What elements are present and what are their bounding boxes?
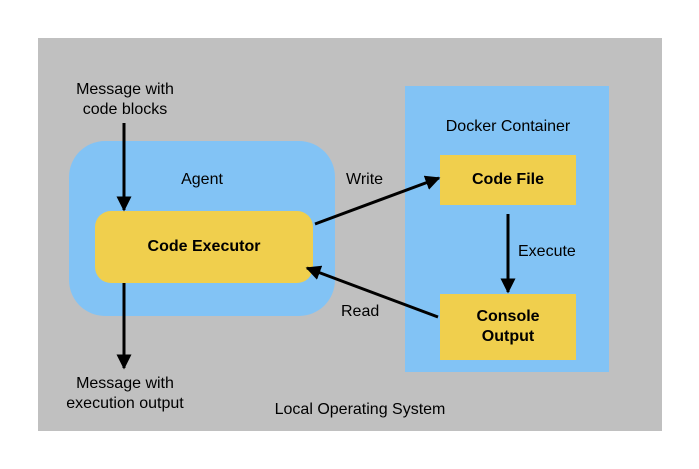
- code-executor-label: Code Executor: [147, 238, 261, 255]
- local-operating-system-label: Local Operating System: [274, 401, 446, 418]
- code-file-label: Code File: [471, 171, 544, 188]
- write-label: Write: [346, 171, 384, 188]
- code-executor-node: Code Executor: [95, 211, 313, 283]
- output-message-label: Message with execution output: [66, 375, 184, 412]
- input-message-label: Message with code blocks: [76, 81, 174, 118]
- console-output-node: Console Output: [440, 294, 576, 360]
- read-label: Read: [341, 303, 380, 320]
- agent-label: Agent: [181, 171, 223, 188]
- write-arrow: [314, 175, 441, 226]
- console-output-label: Console Output: [476, 308, 540, 345]
- docker-container-label: Docker Container: [445, 118, 571, 135]
- execute-label: Execute: [518, 243, 576, 260]
- read-arrow: [305, 265, 439, 319]
- code-file-node: Code File: [440, 155, 576, 205]
